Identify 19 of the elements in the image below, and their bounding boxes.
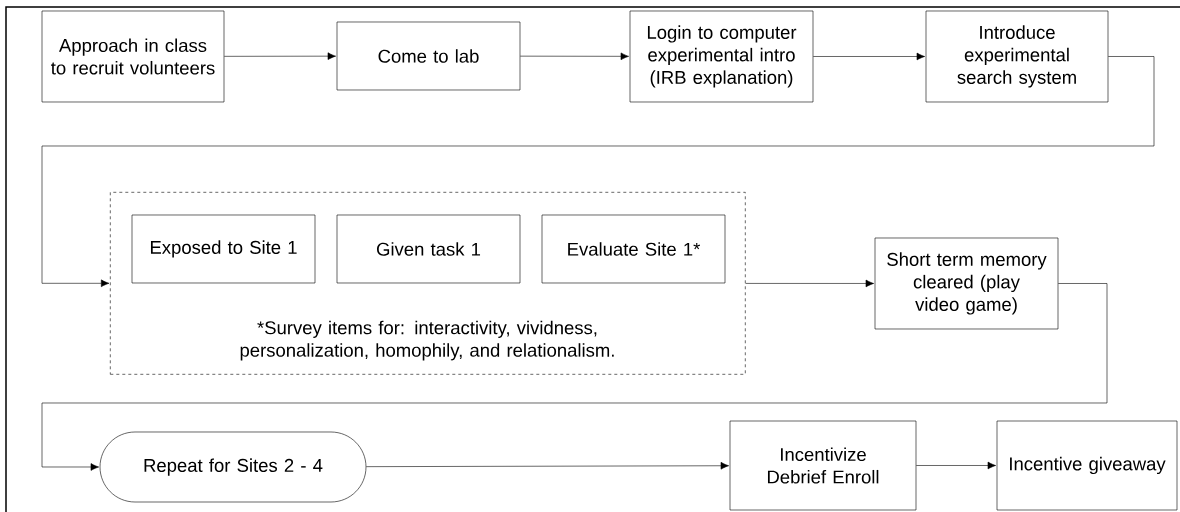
process-box: Evaluate Site 1*: [541, 214, 726, 284]
arrow: [520, 52, 629, 61]
arrow: [745, 279, 874, 288]
process-box: Login to computer experimental intro (IRB explanation): [629, 10, 814, 103]
process-box: Come to lab: [336, 21, 521, 91]
arrow: [366, 462, 729, 470]
arrow: [41, 56, 1155, 288]
process-box: Exposed to Site 1: [131, 214, 316, 284]
process-box: Given task 1: [336, 214, 521, 284]
arrow: [41, 283, 1108, 471]
terminal-box: Repeat for Sites 2 - 4: [99, 431, 367, 503]
process-box: Incentive giveaway: [996, 420, 1178, 511]
process-box: Short term memory cleared (play video game): [874, 237, 1059, 330]
arrow: [916, 461, 996, 470]
arrow: [813, 52, 925, 61]
process-box: Incentivize Debrief Enroll: [729, 420, 917, 511]
process-box: Approach in class to recruit volunteers: [41, 10, 225, 103]
process-box: Introduce experimental search system: [925, 10, 1109, 103]
arrow: [224, 52, 336, 60]
